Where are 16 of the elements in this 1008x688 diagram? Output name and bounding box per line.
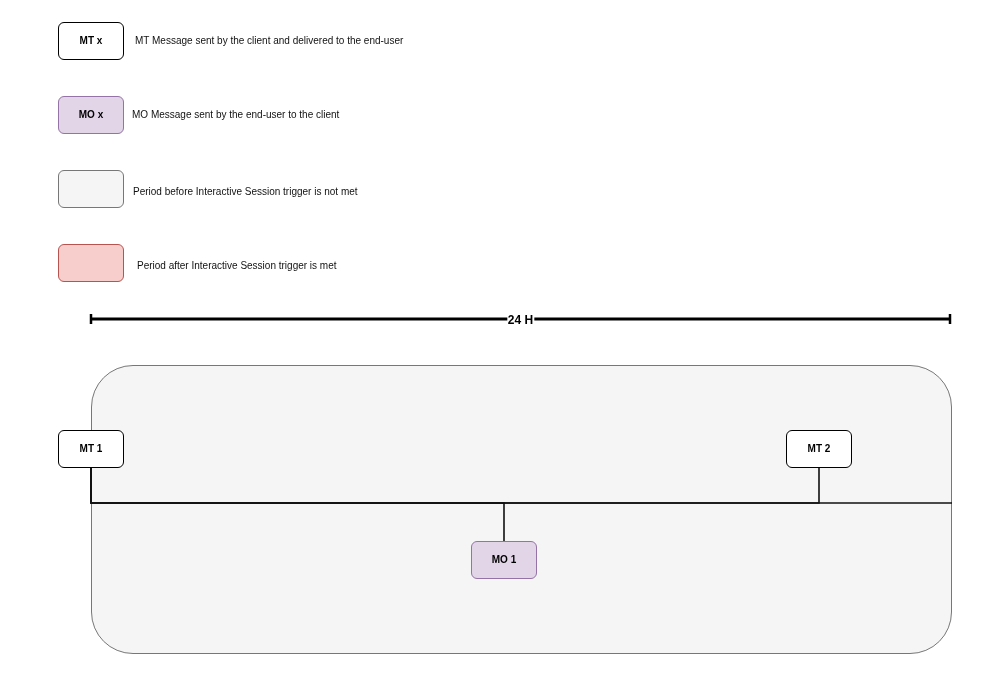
message-box [58,430,124,468]
legend-description: MO Message sent by the end-user to the client [132,110,340,120]
dimension-label: 24 H [506,314,535,326]
message-box [58,96,124,134]
legend-text: Period after Interactive Session trigger is met [137,261,337,271]
node-label: MT 1 [79,444,103,454]
message-box [786,430,852,468]
connector-line [90,467,953,504]
message-box [471,541,537,579]
message-box [58,22,124,60]
node-label: MT x [79,36,103,46]
legend-description: MT Message sent by the client and delivered to the end-user [135,36,404,46]
node-label: MO 1 [491,555,517,565]
legend-text: Period before Interactive Session trigger is not met [133,187,358,197]
node-label: MT 2 [807,444,831,454]
node-label: MO x [78,110,104,120]
